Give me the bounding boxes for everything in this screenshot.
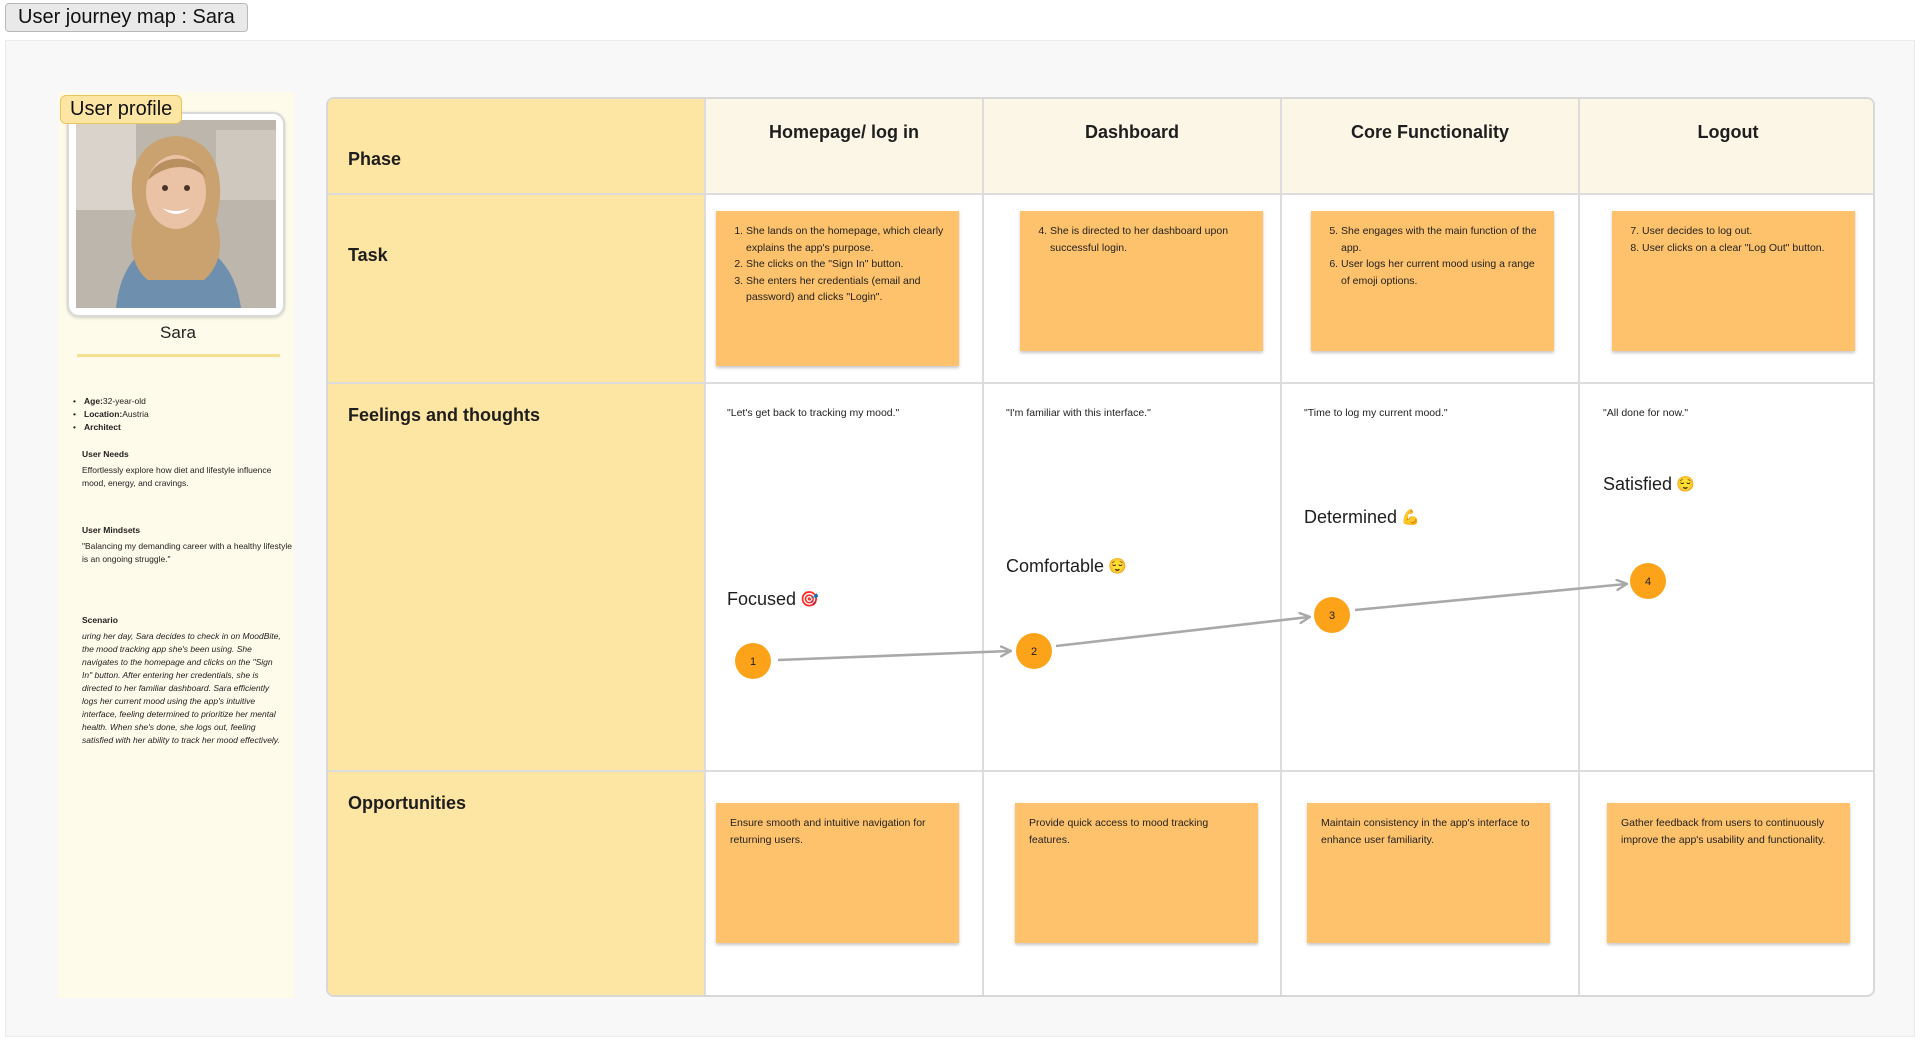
column-divider (1578, 99, 1580, 995)
step-dot (1314, 597, 1350, 633)
occupation-fact: Architect (70, 421, 149, 434)
journey-arrow (1354, 584, 1626, 612)
task-list-homepage: She lands on the homepage, which clearly… (730, 223, 947, 306)
relieved-face-emoji-icon: 😌 (1108, 558, 1127, 575)
target-emoji-icon: 🎯 (800, 591, 819, 608)
user-needs-title: User Needs (82, 449, 129, 459)
row-label-task: Task (348, 245, 388, 265)
phase-header-core[interactable]: Core Functionality (1350, 122, 1509, 142)
row-label-feelings: Feelings and thoughts (348, 405, 540, 425)
feeling-determined: Determined💪 (1304, 507, 1420, 528)
feeling-label: Comfortable (1006, 556, 1105, 576)
scenario-title: Scenario (82, 615, 118, 625)
row-divider (328, 770, 1873, 772)
row-divider (328, 193, 1873, 195)
step-marker-2[interactable]: 2 (1016, 633, 1052, 669)
location-fact: Location:Austria (70, 408, 149, 421)
task-item: She enters her credentials (email and pa… (746, 273, 947, 306)
task-item: She lands on the homepage, which clearly… (746, 223, 947, 256)
phase-label-column (328, 99, 705, 995)
user-profile-tag[interactable]: User profile (60, 95, 183, 124)
phase-header-logout[interactable]: Logout (1697, 122, 1759, 142)
feeling-focused: Focused🎯 (727, 589, 819, 610)
step-number: 1 (750, 656, 756, 668)
row-divider (328, 382, 1873, 384)
step-dot (735, 643, 771, 679)
step-marker-3[interactable]: 3 (1314, 597, 1350, 633)
phase-header-homepage[interactable]: Homepage/ log in (768, 122, 919, 142)
name-divider (77, 354, 280, 357)
opportunity-sticky-dashboard[interactable]: Provide quick access to mood tracking fe… (1015, 803, 1258, 943)
age-fact: Age:32-year-old (70, 395, 149, 408)
column-divider (982, 99, 984, 995)
profile-photo (76, 120, 276, 308)
thought-quote-dashboard: "I'm familiar with this interface." (1006, 407, 1151, 419)
step-number: 4 (1645, 576, 1651, 588)
profile-photo-illustration (76, 120, 276, 308)
task-item: User decides to log out. (1642, 223, 1843, 240)
profile-name: Sara (160, 323, 196, 342)
feeling-label: Satisfied (1603, 474, 1673, 494)
step-number: 2 (1031, 646, 1037, 658)
column-divider (704, 99, 706, 995)
task-list-core: She engages with the main function of th… (1325, 223, 1542, 289)
scenario-text: uring her day, Sara decides to check in … (82, 631, 281, 745)
flexed-biceps-emoji-icon: 💪 (1401, 509, 1420, 526)
task-item: User clicks on a clear "Log Out" button. (1642, 240, 1843, 257)
step-number: 3 (1329, 610, 1335, 622)
task-list-logout: User decides to log out. User clicks on … (1626, 223, 1843, 256)
user-mindsets-text: "Balancing my demanding career with a he… (82, 541, 292, 564)
task-sticky-homepage[interactable]: She lands on the homepage, which clearly… (716, 211, 959, 366)
relieved-face-emoji-icon: 😌 (1676, 476, 1695, 493)
step-marker-1[interactable]: 1 (735, 643, 771, 679)
thought-quote-homepage: "Let's get back to tracking my mood." (727, 407, 900, 419)
task-sticky-core[interactable]: She engages with the main function of th… (1311, 211, 1554, 351)
step-dot (1630, 563, 1666, 599)
feeling-comfortable: Comfortable😌 (1006, 556, 1127, 577)
task-list-dashboard: She is directed to her dashboard upon su… (1034, 223, 1251, 256)
profile-facts: Age:32-year-old Location:Austria Archite… (70, 395, 149, 434)
user-needs-text: Effortlessly explore how diet and lifest… (82, 465, 272, 488)
task-sticky-logout[interactable]: User decides to log out. User clicks on … (1612, 211, 1855, 351)
opportunity-sticky-core[interactable]: Maintain consistency in the app's interf… (1307, 803, 1550, 943)
age-label: Age: (84, 396, 103, 406)
user-mindsets-title: User Mindsets (82, 525, 141, 535)
journey-arrow (1055, 617, 1309, 648)
thought-quote-core: "Time to log my current mood." (1304, 407, 1448, 419)
board-title[interactable]: User journey map : Sara (5, 3, 248, 32)
row-label-phase: Phase (348, 149, 402, 169)
feeling-satisfied: Satisfied😌 (1603, 474, 1695, 495)
step-dot (1016, 633, 1052, 669)
opportunity-sticky-logout[interactable]: Gather feedback from users to continuous… (1607, 803, 1850, 943)
thought-quote-logout: "All done for now." (1603, 407, 1689, 419)
task-item: She is directed to her dashboard upon su… (1050, 223, 1251, 256)
column-divider (1280, 99, 1282, 995)
task-item: User logs her current mood using a range… (1341, 256, 1542, 289)
task-item: She engages with the main function of th… (1341, 223, 1542, 256)
phase-header-row (705, 99, 1873, 194)
feeling-label: Focused (727, 589, 797, 609)
occupation-value: Architect (84, 422, 121, 432)
opportunity-sticky-homepage[interactable]: Ensure smooth and intuitive navigation f… (716, 803, 959, 943)
step-marker-4[interactable]: 4 (1630, 563, 1666, 599)
journey-arrow (777, 651, 1010, 662)
phase-header-dashboard[interactable]: Dashboard (1084, 122, 1180, 142)
journey-map-table: Phase Task Feelings and thoughts Opportu… (326, 97, 1875, 997)
row-label-opportunities: Opportunities (348, 793, 466, 813)
task-sticky-dashboard[interactable]: She is directed to her dashboard upon su… (1020, 211, 1263, 351)
location-value: Austria (122, 409, 149, 419)
age-value: 32-year-old (102, 396, 146, 406)
task-item: She clicks on the "Sign In" button. (746, 256, 947, 273)
feeling-label: Determined (1304, 507, 1398, 527)
location-label: Location: (84, 409, 123, 419)
